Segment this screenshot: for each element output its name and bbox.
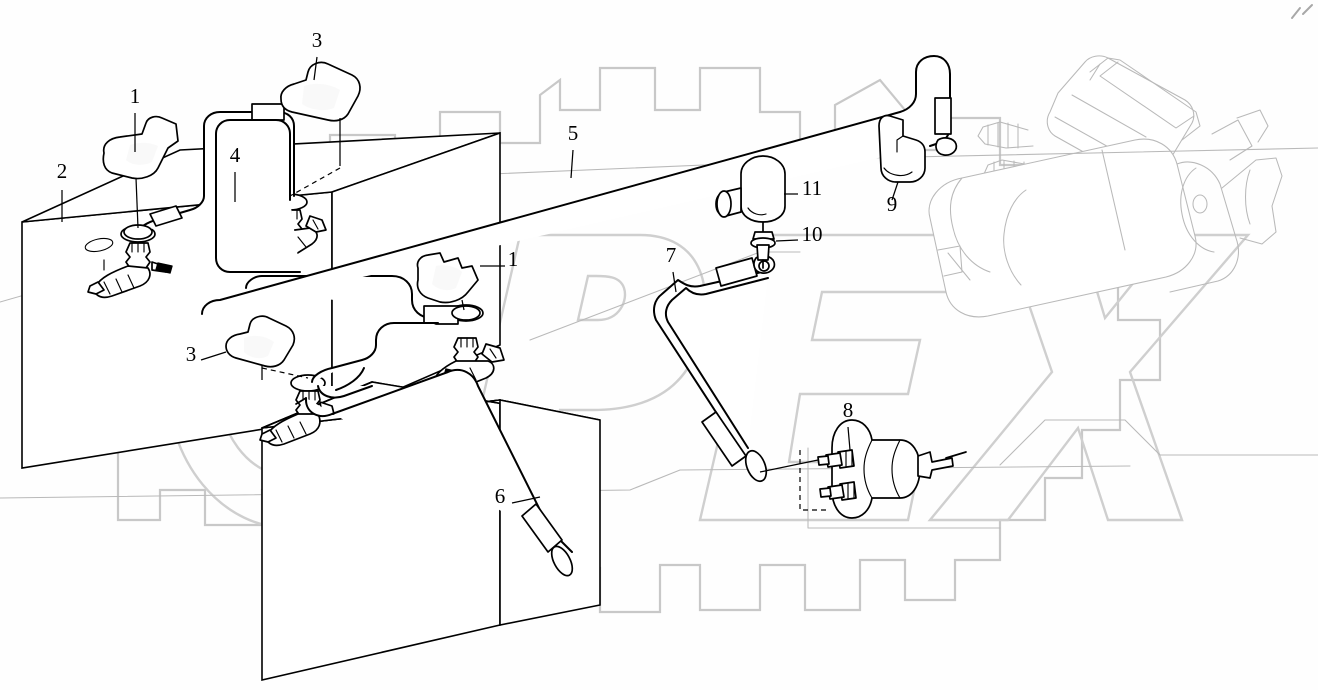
leader-1b-drop	[461, 299, 465, 311]
part-1-terminal-cover-upper[interactable]	[102, 115, 179, 180]
part-8-isolator-switch[interactable]	[817, 419, 967, 519]
part-10-stud-nut[interactable]	[750, 221, 776, 269]
callout-label-9: 9	[887, 192, 898, 216]
cable-7-solenoid-jumper[interactable]	[653, 255, 776, 484]
callout-label-8: 8	[843, 398, 854, 422]
cable-6-negative-ground[interactable]	[295, 322, 577, 579]
callout-label-2: 2	[57, 159, 68, 183]
leader-3a	[313, 56, 318, 81]
callout-label-6: 6	[495, 484, 506, 508]
leader-10	[775, 239, 799, 242]
callout-label-3b: 3	[186, 342, 197, 366]
callout-label-5: 5	[568, 121, 579, 145]
leader-8-to-cable	[759, 459, 819, 473]
cable-4-inner-run[interactable]	[215, 119, 301, 273]
callout-label-4: 4	[230, 143, 241, 167]
part-9-starter-terminal-boot[interactable]	[878, 114, 926, 183]
leader-8-dash	[799, 450, 828, 511]
callout-label-7: 7	[666, 243, 677, 267]
leader-3b-dash	[261, 367, 309, 379]
leader-3a-dash	[289, 167, 341, 197]
leader-9	[891, 181, 899, 201]
leader-3b	[200, 351, 227, 361]
callout-label-3a: 3	[312, 28, 323, 52]
callout-label-11: 11	[802, 176, 822, 200]
leader-1a-to-post	[135, 177, 139, 229]
cable-5-positive-battery[interactable]	[201, 55, 958, 315]
callout-label-1a: 1	[130, 84, 141, 108]
part-3-terminal-boot-lower[interactable]	[225, 315, 296, 368]
leader-8	[847, 426, 851, 451]
callout-label-10: 10	[802, 222, 823, 246]
callout-label-1b: 1	[508, 247, 519, 271]
corner-mark-icon	[1291, 4, 1313, 19]
leader-lines	[61, 56, 899, 511]
part-3-terminal-boot-upper[interactable]	[280, 61, 361, 122]
leader-6	[511, 496, 541, 504]
leader-7	[672, 271, 677, 293]
leader-5	[570, 149, 574, 179]
part-1-terminal-cover-lower[interactable]	[416, 252, 479, 304]
part-11-terminal-cap[interactable]	[715, 155, 786, 223]
